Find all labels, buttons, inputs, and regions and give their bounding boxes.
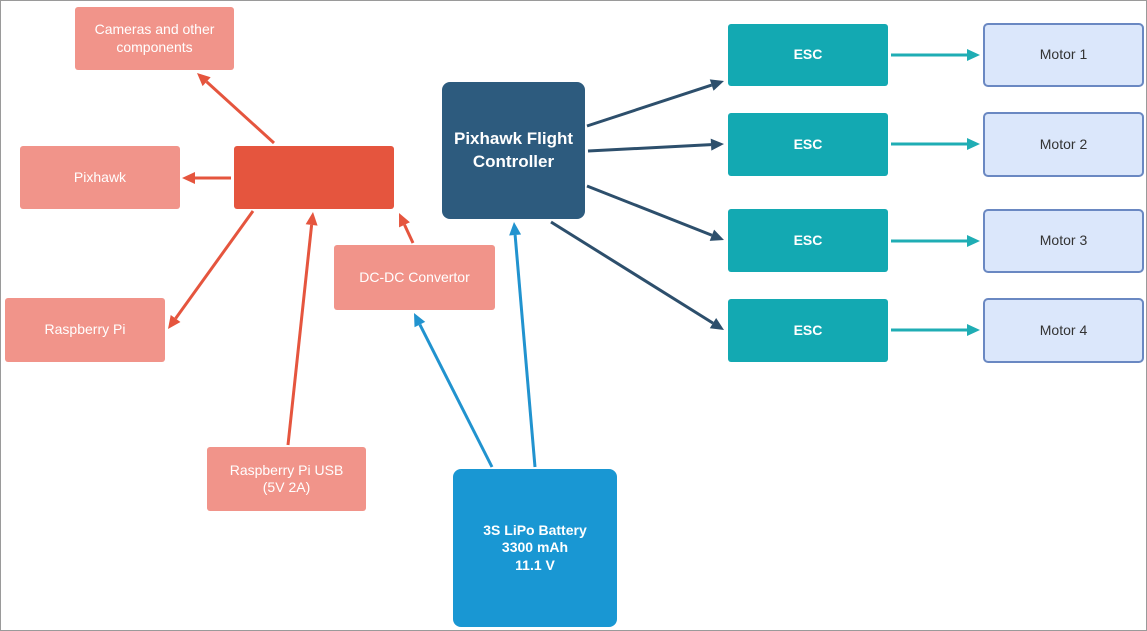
cameras-label: Cameras and other components [94,21,215,55]
arrow-hub-to-raspberry-pi-head [168,314,181,329]
arrow-hub-to-pixhawk [182,172,231,184]
esc-label-3: ESC [793,231,823,248]
arrow-usb-to-hub-head [305,212,318,226]
esc-box-4: ESC [728,299,888,362]
arrow-hub-to-raspberry-pi-line [174,210,255,320]
arrow-controller-to-esc-2-line [587,143,712,153]
arrow-esc-2-to-motor-2-head [967,138,980,150]
power-hub-box [234,146,394,209]
arrow-esc-2-to-motor-2 [891,138,980,150]
arrow-dcdc-to-hub [399,213,415,244]
pixhawk-box: Pixhawk [20,146,180,209]
esc-box-1: ESC [728,24,888,86]
arrow-battery-to-controller-line [513,234,537,468]
battery-box: 3S LiPo Battery 3300 mAh 11.1 V [453,469,617,627]
arrow-dcdc-to-hub-line [403,224,415,244]
arrow-controller-to-esc-4-head [709,318,724,330]
dcdc-convertor-box: DC-DC Convertor [334,245,495,310]
arrow-hub-to-pixhawk-head [182,172,195,184]
arrow-controller-to-esc-2 [587,138,724,153]
esc-box-3: ESC [728,209,888,272]
arrow-hub-to-cameras-line [205,80,276,145]
arrow-esc-4-to-motor-4-head [967,324,980,336]
motor-box-3: Motor 3 [983,209,1144,273]
arrow-controller-to-esc-3-line [586,184,713,237]
cameras-box: Cameras and other components [75,7,234,70]
arrow-esc-3-to-motor-3-head [967,235,980,247]
motor-label-3: Motor 3 [1039,232,1088,249]
arrow-controller-to-esc-1-head [709,79,724,91]
arrow-esc-1-to-motor-1 [891,49,980,61]
motor-box-4: Motor 4 [983,298,1144,363]
arrow-usb-to-hub-line [286,224,314,446]
raspberry-pi-label: Raspberry Pi [44,321,126,338]
pixhawk-label: Pixhawk [73,168,127,185]
motor-label-2: Motor 2 [1039,135,1088,152]
motor-box-1: Motor 1 [983,23,1144,87]
arrow-hub-to-cameras-head [197,73,211,87]
flight-controller-box: Pixhawk Flight Controller [442,82,585,219]
motor-label-1: Motor 1 [1039,46,1088,63]
dcdc-convertor-label: DC-DC Convertor [359,268,470,285]
arrow-esc-4-to-motor-4 [891,324,980,336]
arrow-battery-to-dcdc-line [418,323,494,468]
esc-label-4: ESC [793,321,823,338]
arrow-controller-to-esc-4-line [550,220,714,325]
motor-label-4: Motor 4 [1039,321,1088,338]
esc-label-1: ESC [793,46,823,63]
arrow-battery-to-dcdc-head [414,313,426,328]
arrow-controller-to-esc-4 [550,220,724,330]
arrow-esc-1-to-motor-1-head [967,49,980,61]
battery-label: 3S LiPo Battery 3300 mAh 11.1 V [483,521,587,573]
arrow-controller-to-esc-2-head [710,138,724,151]
arrow-controller-to-esc-1-line [586,83,713,128]
motor-box-2: Motor 2 [983,112,1144,177]
raspberry-pi-usb-label: Raspberry Pi USB (5V 2A) [229,461,344,496]
arrow-usb-to-hub [286,212,318,446]
arrow-battery-to-controller-head [509,222,522,236]
raspberry-pi-usb-box: Raspberry Pi USB (5V 2A) [207,447,366,511]
flight-controller-label: Pixhawk Flight Controller [453,128,574,171]
raspberry-pi-box: Raspberry Pi [5,298,165,362]
arrow-hub-to-cameras [197,73,276,145]
arrow-controller-to-esc-3-head [709,229,724,241]
arrow-controller-to-esc-3 [586,184,724,241]
esc-box-2: ESC [728,113,888,176]
arrow-esc-3-to-motor-3 [891,235,980,247]
arrow-dcdc-to-hub-head [399,213,410,228]
arrow-battery-to-dcdc [414,313,494,468]
esc-label-2: ESC [793,135,823,152]
arrow-hub-to-raspberry-pi [168,210,255,329]
arrow-battery-to-controller [509,222,537,468]
arrow-controller-to-esc-1 [586,79,724,128]
